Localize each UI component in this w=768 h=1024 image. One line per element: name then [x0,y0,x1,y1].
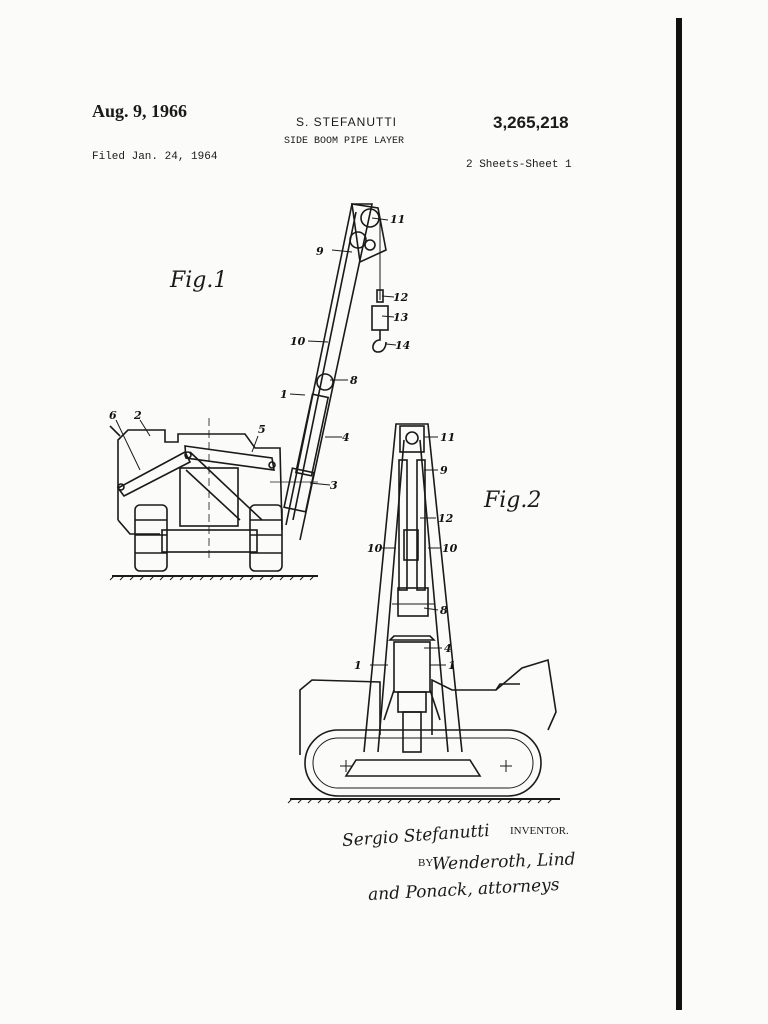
fig1-drawing [109,203,397,581]
patent-number: 3,265,218 [493,113,569,132]
ref-10: 10 [367,542,383,555]
ref-3: 3 [330,479,338,492]
fig1-reference-numerals: 11 9 12 13 14 10 8 1 6 2 5 4 3 [109,213,410,492]
ref-11: 11 [440,431,455,444]
ref-1: 1 [448,659,456,672]
ref-13: 13 [393,311,409,324]
ref-11: 11 [390,213,405,226]
by-label: BY [418,857,434,869]
patent-title: SIDE BOOM PIPE LAYER [284,136,405,147]
ref-12: 12 [438,512,454,525]
ref-8: 8 [350,374,358,387]
figure-1-label: Fig.1 [170,268,228,293]
ref-9: 9 [316,245,324,258]
filed-date: Filed Jan. 24, 1964 [92,151,218,163]
fig2-drawing [287,423,560,804]
ref-1: 1 [354,659,362,672]
ref-6: 6 [109,409,117,422]
ref-10: 10 [290,335,306,348]
inventor-name: S. STEFANUTTI [296,115,398,129]
fig2-reference-numerals: 11 9 12 10 10 8 4 1 1 [354,431,458,672]
inventor-label: INVENTOR. [510,825,569,837]
ref-4: 4 [342,431,350,444]
sheet-count: 2 Sheets-Sheet 1 [466,159,572,171]
ref-8: 8 [440,604,448,617]
ref-9: 9 [440,464,448,477]
ref-14: 14 [395,339,410,352]
right-margin-rule [676,18,682,1010]
ref-2: 2 [133,409,142,422]
ref-4: 4 [444,642,452,655]
patent-date: Aug. 9, 1966 [92,101,188,121]
ref-1: 1 [280,388,288,401]
ref-10: 10 [442,542,458,555]
ref-12: 12 [393,291,409,304]
figure-2-label: Fig.2 [484,488,542,513]
ref-5: 5 [258,423,266,436]
